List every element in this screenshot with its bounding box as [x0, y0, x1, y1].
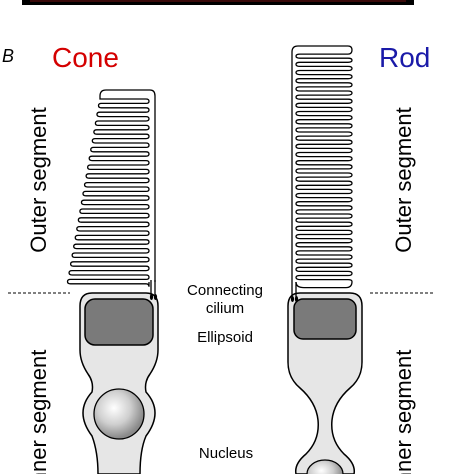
panel-label: B [2, 46, 14, 66]
rod-inner-segment-label: Inner segment [391, 350, 416, 474]
cone-title: Cone [52, 42, 119, 73]
cone-cell [66, 89, 159, 474]
rod-nucleus [306, 459, 344, 474]
rod-connecting-cilium [290, 282, 299, 302]
cilium-label: cilium [206, 300, 244, 317]
rod-title: Rod [379, 42, 430, 73]
rod-cell [287, 45, 363, 474]
ellipsoid-label: Ellipsoid [197, 329, 253, 346]
cone-outer-segment-label: Outer segment [26, 107, 51, 253]
cone-nucleus [93, 388, 145, 440]
rod-ellipsoid [293, 298, 357, 340]
cone-connecting-cilium [149, 280, 158, 300]
cone-ellipsoid [84, 298, 154, 346]
top-strip [22, 0, 414, 5]
connecting-label: Connecting [187, 282, 263, 299]
top-strip-inner [30, 0, 406, 2]
rod-outer-segment-label: Outer segment [391, 107, 416, 253]
rod-outer-segment [291, 45, 353, 289]
nucleus-label: Nucleus [199, 445, 253, 462]
cone-inner-segment-label: Inner segment [26, 350, 51, 474]
cone-outer-segment [66, 89, 156, 287]
